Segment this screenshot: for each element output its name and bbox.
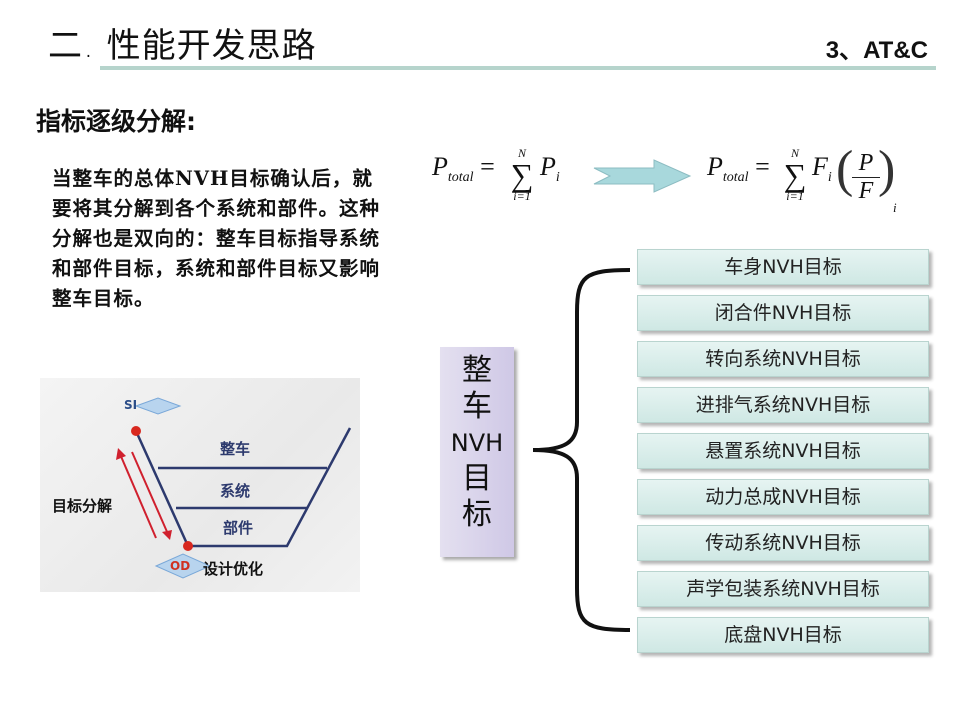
slide-title: 二. 性能开发思路 (48, 26, 317, 66)
si-label: SI (124, 398, 138, 412)
level-vehicle: 整车 (220, 440, 251, 458)
od-label: OD (170, 559, 191, 573)
arrow-icon (593, 159, 692, 193)
fraction: P F (852, 150, 880, 205)
target-box: 车身NVH目标 (637, 249, 929, 285)
target-box: 动力总成NVH目标 (637, 479, 929, 515)
target-box: 转向系统NVH目标 (637, 341, 929, 377)
od-caption: 设计优化 (203, 560, 264, 578)
formula-right: Ptotal = (707, 152, 770, 186)
target-box: 进排气系统NVH目标 (637, 387, 929, 423)
subtitle: 指标逐级分解: (36, 107, 196, 136)
target-box: 声学包装系统NVH目标 (637, 571, 929, 607)
sum-left: N ∑ i=1 (510, 146, 534, 203)
title-divider (100, 66, 936, 70)
target-box: 传动系统NVH目标 (637, 525, 929, 561)
level-system: 系统 (220, 482, 251, 500)
level-component: 部件 (223, 519, 254, 537)
section-label: 3、AT&C (825, 37, 928, 64)
brace-icon (532, 268, 631, 632)
si-diamond-icon (134, 397, 182, 415)
sum-right: N ∑ i=1 (783, 146, 807, 203)
v-diagram: SI OD 设计优化 目标分解 整车 系统 部件 (40, 378, 360, 592)
target-box: 闭合件NVH目标 (637, 295, 929, 331)
decompose-label: 目标分解 (52, 497, 113, 515)
target-box: 底盘NVH目标 (637, 617, 929, 653)
description-paragraph: 当整车的总体NVH目标确认后，就要将其分解到各个系统和部件。这种分解也是双向的：… (52, 167, 381, 310)
target-box: 悬置系统NVH目标 (637, 433, 929, 469)
od-diamond-icon (154, 553, 212, 579)
formula-left: Ptotal = (432, 152, 495, 186)
